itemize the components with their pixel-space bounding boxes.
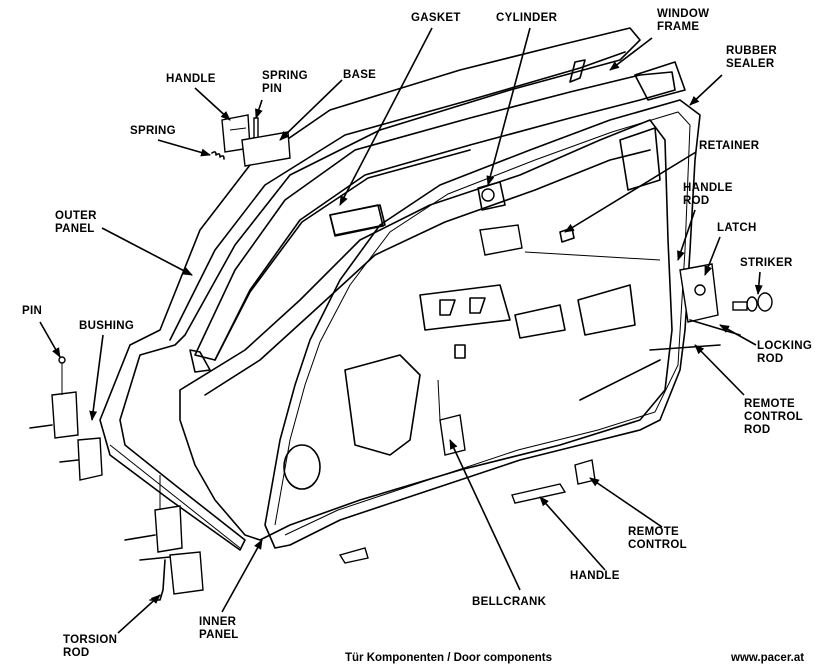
spring-part [211,151,225,160]
label-gasket: GASKET [411,12,461,24]
label-handle-top: HANDLE [166,73,216,85]
window-frame-shape [189,59,676,373]
label-pin: PIN [22,305,43,317]
label-handle-rod: HANDLE ROD [683,182,733,207]
striker-part [732,292,773,312]
label-base: BASE [343,69,377,81]
label-outer-panel: OUTER PANEL [55,210,97,235]
label-cylinder: CYLINDER [496,12,558,24]
label-inner-panel: INNER PANEL [199,616,239,641]
label-bushing: BUSHING [79,320,135,332]
latch-part [679,263,719,323]
label-retainer: RETAINER [699,140,760,152]
label-bellcrank: BELLCRANK [472,596,547,608]
label-remote-control-rod: REMOTE CONTROL ROD [744,398,803,436]
upper-hinge [29,356,103,481]
lower-hinge [124,475,204,601]
label-spring: SPRING [130,125,176,137]
label-rubber-sealer: RUBBER SEALER [726,45,777,70]
remote-control-part [574,459,596,485]
label-handle-bottom: HANDLE [570,570,620,582]
locking-rod-part [689,319,741,336]
label-spring-pin: SPRING PIN [262,70,308,95]
remote-control-rod-part [579,344,721,401]
caption-title: Tür Komponenten / Door components [345,652,552,664]
bellcrank-part [439,414,466,456]
gasket-part [329,204,384,237]
base-part [241,131,291,167]
label-striker: STRIKER [740,257,793,269]
label-torsion-rod: TORSION ROD [63,634,118,659]
outer-panel-shape [99,27,641,551]
leader-lines [39,27,763,634]
label-window-frame: WINDOW FRAME [657,8,710,33]
inner-handle-bottom-part [511,483,567,504]
spring-pin-part [253,117,259,139]
inner-handle-assembly [479,224,661,261]
inner-panel-shape [179,61,686,541]
torsion-rod-part [149,559,166,601]
caption-source: www.pacer.at [731,652,805,664]
rubber-sealer-shape [264,99,701,549]
label-latch: LATCH [717,222,757,234]
label-locking-rod: LOCKING ROD [757,340,813,365]
label-remote-control: REMOTE CONTROL [628,526,687,551]
